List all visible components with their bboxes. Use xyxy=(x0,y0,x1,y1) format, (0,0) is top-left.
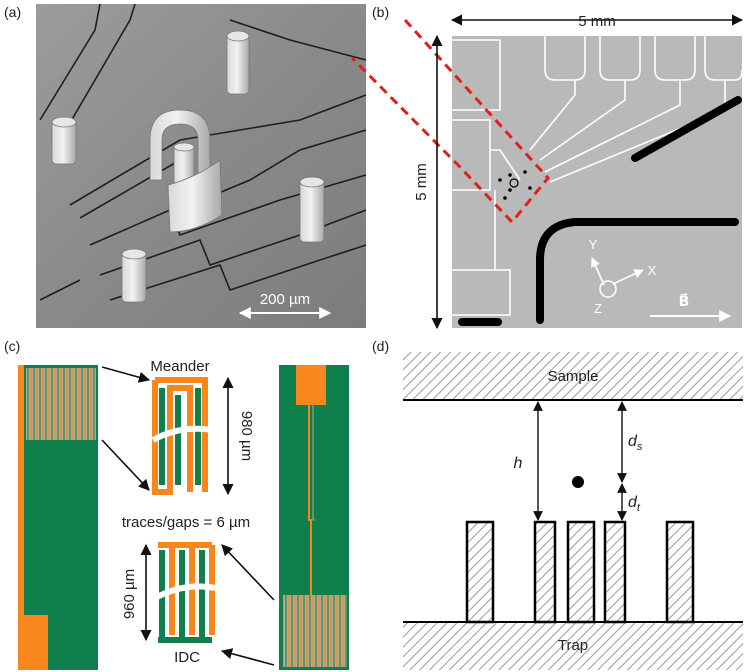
idc-zoom xyxy=(153,542,216,643)
height-label: 5 mm xyxy=(413,163,430,201)
panel-d-label: (d) xyxy=(372,338,390,354)
scale-bar-label: 200 µm xyxy=(260,291,310,308)
ds-main: d xyxy=(628,433,638,450)
h-label: h xyxy=(514,455,523,472)
panel-b-label: (b) xyxy=(372,4,390,20)
traces-label: traces/gaps = 6 µm xyxy=(122,514,250,531)
meander-label: Meander xyxy=(150,358,209,375)
field-label: B⃗ xyxy=(679,292,690,309)
panel-c-label: (c) xyxy=(4,338,21,354)
cross-section xyxy=(403,352,743,670)
meander-size-label: 980 µm xyxy=(238,411,255,461)
width-label: 5 mm xyxy=(578,13,616,30)
trapped-particle xyxy=(572,476,584,488)
dt-main: d xyxy=(628,494,638,511)
axis-y-label: Y xyxy=(589,237,598,252)
ds-sub: s xyxy=(637,441,643,453)
sample-label: Sample xyxy=(548,368,599,385)
idc-chip xyxy=(279,365,349,670)
axis-z-label: Z xyxy=(594,301,602,316)
dt-label: dt xyxy=(628,494,641,514)
dt-sub: t xyxy=(637,502,641,514)
ds-label: ds xyxy=(628,433,643,453)
idc-label: IDC xyxy=(174,649,200,666)
axis-x-label: X xyxy=(648,263,657,278)
idc-size-label: 960 µm xyxy=(121,569,138,619)
sem-image xyxy=(36,3,367,328)
chip-layout xyxy=(350,18,743,328)
trap-label: Trap xyxy=(558,637,588,654)
meander-zoom xyxy=(151,377,214,495)
meander-chip xyxy=(18,365,98,670)
zoom-region xyxy=(350,18,550,225)
panel-a-label: (a) xyxy=(4,4,22,20)
